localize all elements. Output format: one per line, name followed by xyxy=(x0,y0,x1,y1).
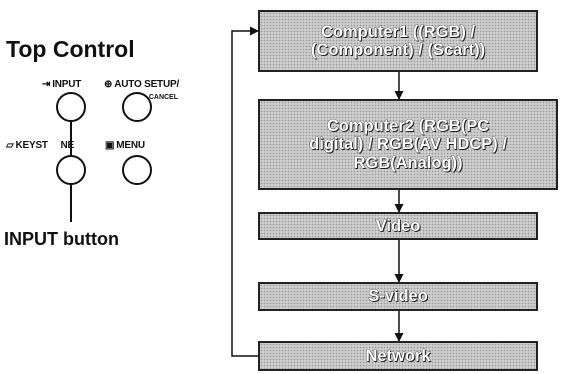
menu-button-label: ▣MENU xyxy=(105,140,145,151)
menu-icon: ▣ xyxy=(105,140,115,151)
keystone-icon: ▱ xyxy=(6,140,14,151)
input-icon: ⇥ xyxy=(42,79,51,90)
keystone-button[interactable] xyxy=(56,155,86,185)
sequence-box-computer1: Computer1 ((RGB) / (Component) / (Scart)… xyxy=(258,10,538,72)
auto-setup-button[interactable] xyxy=(122,92,152,122)
keystone-button-label: ▱KEYST NE xyxy=(6,140,74,151)
input-button[interactable] xyxy=(56,92,86,122)
sequence-box-network: Network xyxy=(258,341,538,371)
sequence-box-video: Video xyxy=(258,212,538,240)
menu-button[interactable] xyxy=(122,155,152,185)
input-button-label: ⇥INPUT xyxy=(42,79,82,90)
auto-setup-icon: ⊕ xyxy=(104,79,113,90)
input-button-caption: INPUT button xyxy=(4,229,119,249)
sequence-box-s-video: S-video xyxy=(258,282,538,311)
panel-title: Top Control xyxy=(6,36,135,62)
sequence-box-computer2: Computer2 (RGB(PC digital) / RGB(AV HDCP… xyxy=(258,99,558,190)
auto-setup-button-label: ⊕AUTO SETUP/ xyxy=(104,79,180,90)
loop-back-line xyxy=(231,26,260,357)
